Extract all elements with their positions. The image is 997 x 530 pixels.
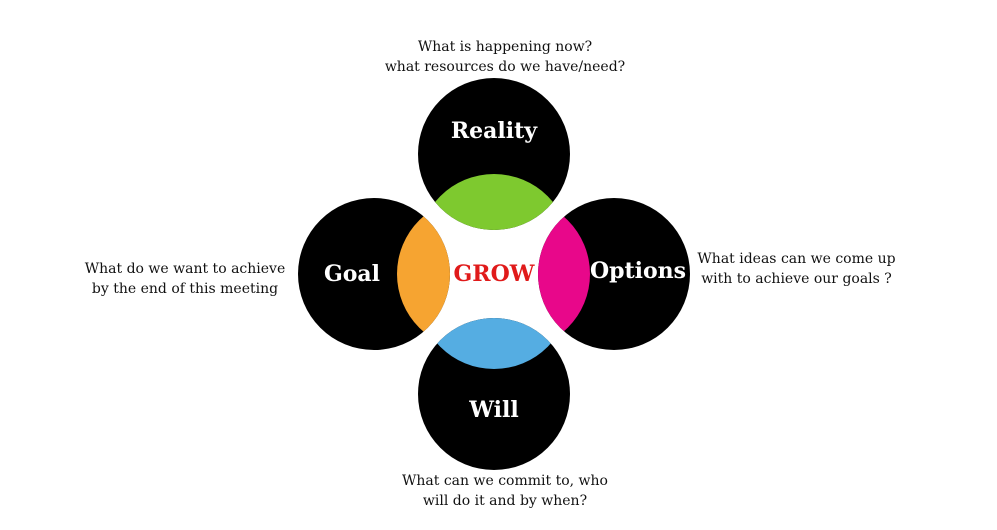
options-lens	[538, 198, 590, 350]
options-label: Options	[589, 258, 687, 284]
goal-circle	[298, 198, 450, 350]
reality-question: What is happening now? what resources do…	[370, 37, 640, 77]
goal-question-line2: by the end of this meeting	[91, 281, 279, 297]
options-question-line1: What ideas can we come up	[697, 251, 896, 267]
goal-lens	[397, 198, 450, 350]
grow-title: GROW	[453, 261, 535, 287]
reality-label: Reality	[450, 118, 538, 144]
goal-question-line1: What do we want to achieve	[84, 261, 286, 277]
reality-question-line1: What is happening now?	[417, 39, 593, 55]
reality-lens	[418, 174, 570, 230]
will-label: Will	[469, 397, 519, 423]
will-circle	[418, 318, 570, 470]
options-question: What ideas can we come up with to achiev…	[684, 249, 909, 289]
reality-circle	[418, 78, 570, 230]
goal-label: Goal	[323, 261, 381, 287]
will-question-line1: What can we commit to, who	[402, 473, 608, 489]
options-circle	[538, 198, 690, 350]
reality-question-line2: what resources do we have/need?	[384, 59, 626, 75]
options-question-line2: with to achieve our goals ?	[701, 271, 892, 287]
will-question: What can we commit to, who will do it an…	[380, 471, 630, 511]
goal-question: What do we want to achieve by the end of…	[70, 259, 300, 299]
will-lens	[418, 318, 570, 369]
will-question-line2: will do it and by when?	[422, 493, 588, 509]
